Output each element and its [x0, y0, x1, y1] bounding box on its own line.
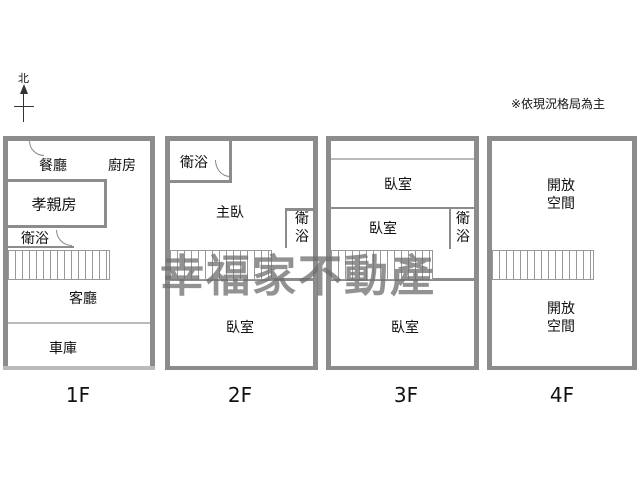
room-bedroom-3: 臥室 [391, 320, 419, 336]
room-bath: 衛浴 [21, 231, 49, 247]
room-bedroom-2: 臥室 [369, 221, 397, 237]
watermark: 幸福家不動產 [160, 251, 436, 302]
room-open-space-2: 開放空間 [547, 301, 575, 335]
room-garage: 車庫 [49, 341, 77, 357]
room-bedroom: 臥室 [384, 177, 412, 193]
floor-label-2f: 2F [227, 383, 253, 407]
room-bath: 衛浴 [180, 155, 208, 171]
room-master-bedroom: 主臥 [216, 205, 244, 221]
floor-label-4f: 4F [549, 383, 575, 407]
room-bath: 衛浴 [456, 211, 470, 245]
north-label: 北 [18, 72, 29, 85]
room-elder-bedroom: 孝親房 [31, 195, 77, 214]
layout-note: ※依現況格局為主 [511, 97, 606, 111]
room-dining: 餐廳 [39, 158, 67, 174]
room-kitchen: 廚房 [108, 158, 136, 174]
room-open-space: 開放空間 [547, 178, 575, 212]
north-arrow: 北 [12, 70, 36, 122]
room-living: 客廳 [69, 291, 97, 307]
floor-label-1f: 1F [65, 383, 91, 407]
room-bath-2: 衛浴 [295, 211, 309, 245]
room-bedroom: 臥室 [226, 320, 254, 336]
floor-label-3f: 3F [393, 383, 419, 407]
